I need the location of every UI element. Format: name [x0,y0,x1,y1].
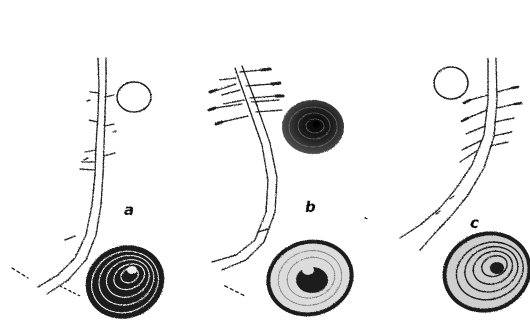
panel-b: b [209,66,362,322]
panel-c: c [365,58,530,322]
panel-c-duct [365,58,521,250]
panel-c-label: c [470,214,479,232]
panel-a: a [12,58,176,322]
panel-b-stone [258,230,363,322]
panel-a-light-circle [117,82,151,112]
panel-b-dark-stone [282,100,344,154]
panel-b-duct [209,66,283,296]
panel-b-label: b [305,198,316,216]
panel-a-label: a [124,201,134,219]
panel-c-light-circle [434,67,468,99]
panel-a-stone [74,232,177,322]
panel-c-stone [431,219,530,322]
